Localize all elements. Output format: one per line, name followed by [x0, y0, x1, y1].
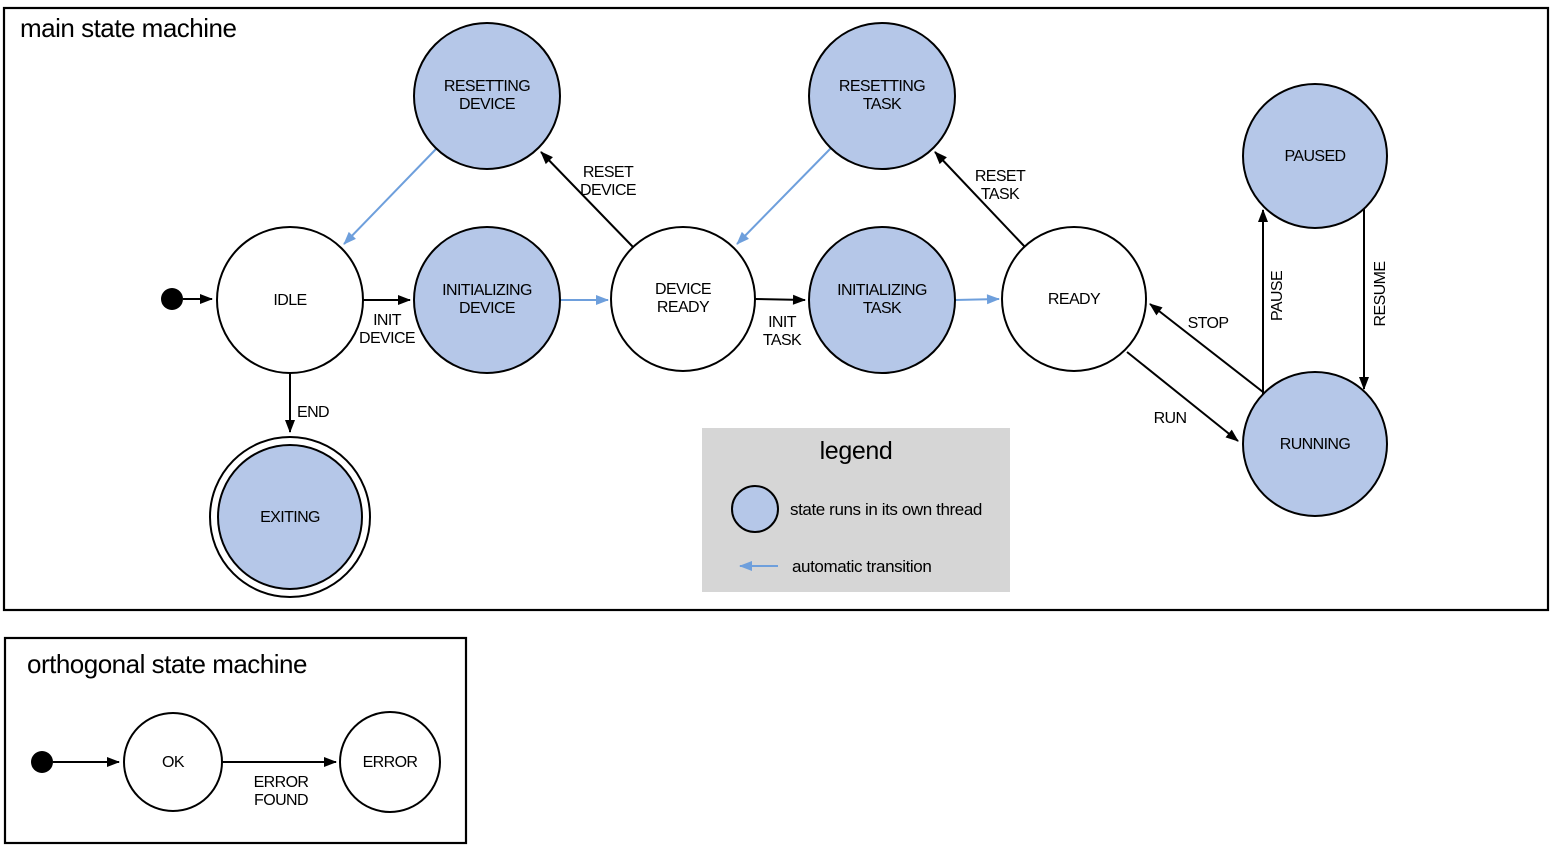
state-ready-circle	[1001, 226, 1147, 372]
transition-pause-label: PAUSE	[1269, 271, 1286, 321]
state-resetting-task: RESETTING TASK	[808, 22, 956, 170]
state-initializing-task-label: TASK	[863, 300, 902, 317]
transition-run-label: RUN	[1154, 410, 1187, 427]
state-ready: READY	[1001, 226, 1147, 372]
state-resetting-device-label: RESETTING	[444, 78, 530, 95]
state-resetting-task-label: RESETTING	[839, 78, 925, 95]
state-running-circle	[1242, 371, 1388, 517]
transition-auto-resetting-device-to-idle	[343, 148, 437, 245]
transition-init-device: INIT DEVICE	[359, 295, 416, 347]
state-idle: IDLE	[216, 226, 364, 374]
state-paused-circle	[1242, 83, 1388, 229]
legend-title: legend	[820, 437, 893, 465]
state-idle-circle	[216, 226, 364, 374]
state-ok-label: OK	[162, 754, 185, 771]
transition-reset-device-label: RESET	[583, 164, 634, 181]
transition-reset-device-label: DEVICE	[580, 182, 636, 199]
transition-reset-task: RESET TASK	[934, 151, 1027, 248]
state-error-circle	[339, 711, 441, 813]
transition-reset-task-label: RESET	[975, 168, 1026, 185]
state-device-ready-label: READY	[657, 299, 710, 316]
state-resetting-task-label: TASK	[863, 96, 902, 113]
state-initializing-device-circle	[413, 226, 561, 374]
state-exiting-circle	[217, 444, 363, 590]
transition-reset-device: RESET DEVICE	[540, 151, 637, 248]
state-initializing-device: INITIALIZING DEVICE	[413, 226, 561, 374]
state-initializing-task-label: INITIALIZING	[837, 282, 927, 299]
legend-thread-state-label: state runs in its own thread	[790, 500, 982, 519]
state-idle-label: IDLE	[273, 292, 306, 309]
state-resetting-task-circle	[808, 22, 956, 170]
main-panel-border	[2, 6, 1550, 612]
initial-state-dot	[161, 288, 183, 310]
transition-end: END	[285, 373, 330, 433]
transition-stop-label: STOP	[1188, 315, 1229, 332]
transition-reset-task-label: TASK	[981, 186, 1020, 203]
transition-resume-label: RESUME	[1372, 262, 1389, 327]
state-ok: OK	[123, 712, 223, 812]
state-device-ready-label: DEVICE	[655, 281, 711, 298]
transition-init-device-label: INIT	[373, 312, 402, 329]
transition-init-task: INIT TASK	[754, 294, 806, 349]
state-error-label: ERROR	[363, 754, 418, 771]
main-state-machine-panel: main state machine INIT DEVICE RESET DEV…	[2, 6, 1550, 612]
orthogonal-state-machine-panel: orthogonal state machine ERROR FOUND OK …	[3, 636, 468, 845]
transition-init-task-label: INIT	[768, 314, 797, 331]
state-exiting-final: EXITING	[209, 436, 371, 598]
transition-run: RUN	[1126, 351, 1239, 442]
transition-init-device-label: DEVICE	[359, 330, 415, 347]
state-running: RUNNING	[1242, 371, 1388, 517]
state-exiting-label: EXITING	[260, 509, 320, 526]
orthogonal-panel-title: orthogonal state machine	[27, 649, 307, 679]
state-resetting-device: RESETTING DEVICE	[413, 22, 561, 170]
main-panel-title: main state machine	[20, 13, 236, 43]
state-device-ready: DEVICE READY	[610, 226, 756, 372]
transition-pause: PAUSE	[1258, 209, 1286, 394]
legend-automatic-transition-label: automatic transition	[792, 557, 931, 576]
transition-error-found-label: FOUND	[254, 792, 308, 809]
state-initializing-task: INITIALIZING TASK	[808, 226, 956, 374]
legend-thread-state-icon	[731, 485, 779, 533]
state-running-label: RUNNING	[1280, 436, 1351, 453]
transition-init-task-label: TASK	[763, 332, 802, 349]
state-initializing-device-label: INITIALIZING	[442, 282, 532, 299]
transition-end-label: END	[297, 404, 329, 421]
state-resetting-device-circle	[413, 22, 561, 170]
transition-resume: RESUME	[1359, 209, 1389, 390]
state-error: ERROR	[339, 711, 441, 813]
legend: legend state runs in its own thread auto…	[702, 428, 1010, 592]
state-device-ready-circle	[610, 226, 756, 372]
state-paused: PAUSED	[1242, 83, 1388, 229]
transition-auto-initializing-task-to-ready	[954, 294, 1000, 305]
state-ready-label: READY	[1048, 291, 1101, 308]
state-ok-circle	[123, 712, 223, 812]
transition-auto-resetting-task-to-device-ready	[736, 147, 832, 245]
state-initializing-task-circle	[808, 226, 956, 374]
state-paused-label: PAUSED	[1284, 148, 1345, 165]
orthogonal-panel-border	[3, 636, 468, 845]
transition-error-found: ERROR FOUND	[222, 757, 337, 809]
transition-stop: STOP	[1149, 303, 1264, 393]
orthogonal-initial-state-dot	[31, 751, 53, 773]
state-initializing-device-label: DEVICE	[459, 300, 515, 317]
state-resetting-device-label: DEVICE	[459, 96, 515, 113]
transition-error-found-label: ERROR	[254, 774, 309, 791]
